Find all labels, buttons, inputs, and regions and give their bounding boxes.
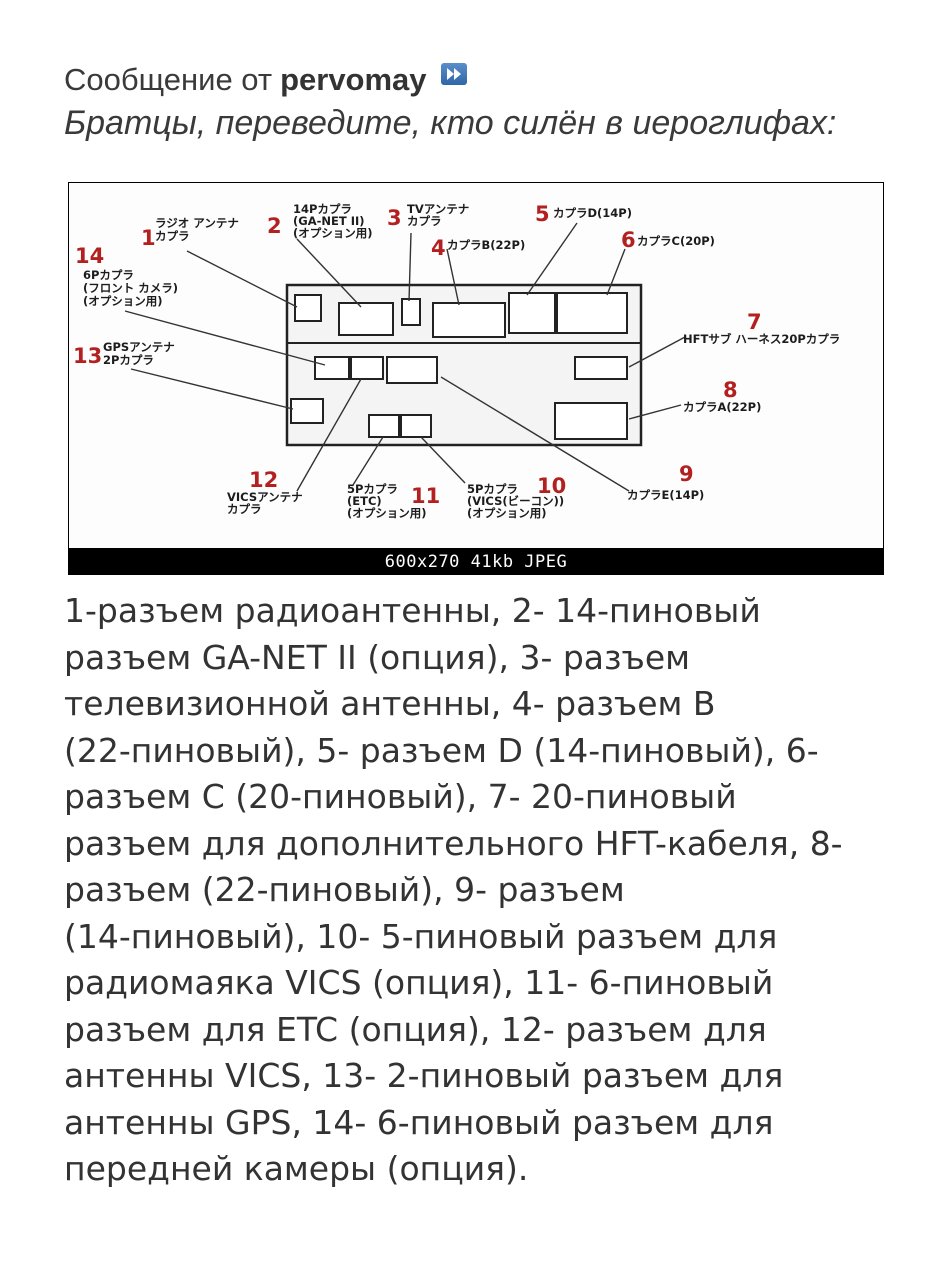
callout-number: 12 bbox=[249, 468, 278, 492]
callout-label: HFTサブ ハーネス20Pカプラ bbox=[683, 332, 840, 346]
text-line: разъем для ETC (опция), 12- разъем для bbox=[64, 1009, 767, 1049]
callout-number: 11 bbox=[411, 484, 440, 508]
text-line: 1-разъем радиоантенны, 2- 14-пиновый bbox=[64, 591, 761, 630]
callout-label: 2Pカプラ bbox=[103, 353, 154, 367]
connector-4 bbox=[432, 302, 506, 338]
text-line: передней камеры (опция). bbox=[64, 1149, 529, 1188]
connector-5 bbox=[508, 292, 556, 334]
callout-label: 14Pカプラ bbox=[293, 202, 352, 216]
callout-number: 10 bbox=[537, 474, 566, 498]
callout-number: 13 bbox=[73, 344, 102, 368]
connector-14 bbox=[294, 294, 322, 322]
quote-header: Сообщение от pervomay bbox=[64, 62, 467, 98]
callout-label: VICSアンテナ bbox=[227, 490, 303, 504]
quote-prefix: Сообщение от bbox=[64, 62, 273, 97]
text-line: (22-пиновый), 5- разъем D (14-пиновый), … bbox=[64, 730, 819, 770]
text-line: (14-пиновый), 10- 5-пиновый разъем для bbox=[64, 916, 778, 956]
connector-6 bbox=[556, 292, 628, 334]
connector-10 bbox=[400, 414, 432, 438]
callout-number: 9 bbox=[679, 462, 694, 486]
callout-number: 1 bbox=[141, 226, 156, 250]
callout-number: 4 bbox=[431, 236, 446, 260]
callout-label: (VICS(ビーコン)) bbox=[467, 494, 564, 508]
text-line: разъем GA-NET II (опция), 3- разъем bbox=[64, 637, 691, 677]
callout-11: 11 5Pカプラ(ETC)(オプション用) bbox=[347, 482, 440, 520]
go-to-post-icon[interactable] bbox=[440, 63, 467, 85]
text-line: телевизионной антенны, 4- разъем B bbox=[64, 684, 716, 723]
callout-label: (オプション用) bbox=[347, 506, 427, 520]
callout-label: カプラ bbox=[407, 214, 442, 228]
callout-number: 5 bbox=[535, 202, 550, 226]
callout-label: (オプション用) bbox=[467, 506, 547, 520]
callout-label: カプラ bbox=[227, 502, 262, 516]
connector-11 bbox=[368, 414, 400, 438]
callout-label: カプラC(20P) bbox=[637, 234, 715, 248]
text-line: радиомаяка VICS (опция), 11- 6-пиновый bbox=[64, 963, 774, 1002]
quote-author[interactable]: pervomay bbox=[280, 62, 427, 97]
callout-label: カプラD(14P) bbox=[553, 206, 632, 220]
leader-lines bbox=[124, 222, 686, 492]
callout-number: 2 bbox=[267, 214, 282, 238]
callout-label: (オプション用) bbox=[83, 294, 163, 308]
image-caption: 600x270 41kb JPEG bbox=[384, 552, 568, 572]
text-line: разъем (22-пиновый), 9- разъем bbox=[64, 870, 625, 909]
callout-label: (ETC) bbox=[347, 494, 382, 508]
connector-7 bbox=[574, 356, 628, 380]
connector-12 bbox=[350, 356, 384, 380]
callout-label: GPSアンテナ bbox=[103, 340, 175, 354]
text-line: антенны VICS, 13- 2-пиновый разъем для bbox=[64, 1056, 784, 1095]
connector-2 bbox=[338, 302, 394, 336]
callout-label: 5Pカプラ bbox=[467, 482, 518, 496]
callout-2: 2 14Pカプラ(GA-NET II)(オプション用) bbox=[267, 202, 373, 240]
connector-13 bbox=[314, 356, 350, 380]
callout-label: カプラB(22P) bbox=[447, 238, 525, 252]
callout-9: 9 カプラE(14P) bbox=[627, 462, 704, 502]
callout-label: カプラE(14P) bbox=[627, 488, 704, 502]
callout-label: (GA-NET II) bbox=[293, 214, 365, 228]
callout-label: 6Pカプラ bbox=[83, 268, 134, 282]
callout-label: TVアンテナ bbox=[407, 202, 469, 216]
text-line: разъем для дополнительного HFT-кабеля, 8… bbox=[64, 823, 843, 863]
callout-number: 14 bbox=[75, 244, 104, 268]
quote-text: Братцы, переведите, кто силён в иероглиф… bbox=[64, 104, 837, 142]
connector-3 bbox=[401, 298, 421, 326]
connector-13b bbox=[290, 398, 324, 424]
callout-label: カプラA(22P) bbox=[683, 400, 761, 414]
text-line: разъем C (20-пиновый), 7- 20-пиновый bbox=[64, 777, 737, 816]
callout-number: 3 bbox=[387, 206, 402, 230]
connector-9 bbox=[386, 356, 438, 384]
connector-8 bbox=[554, 402, 628, 440]
callout-label: (フロント カメラ) bbox=[83, 281, 178, 295]
callout-label: ラジオ アンテナ bbox=[155, 216, 239, 230]
callout-number: 8 bbox=[723, 378, 738, 402]
callout-number: 7 bbox=[747, 310, 762, 334]
translation-text: 1-разъем радиоантенны, 2- 14-пиновый раз… bbox=[64, 588, 894, 1193]
text-line: антенны GPS, 14- 6-пиновый разъем для bbox=[64, 1102, 774, 1142]
callout-number: 6 bbox=[621, 228, 636, 252]
callout-10: 10 5Pカプラ(VICS(ビーコン))(オプション用) bbox=[467, 474, 566, 520]
callout-label: (オプション用) bbox=[293, 226, 373, 240]
callout-label: カプラ bbox=[155, 229, 190, 243]
callout-label: 5Pカプラ bbox=[347, 482, 398, 496]
